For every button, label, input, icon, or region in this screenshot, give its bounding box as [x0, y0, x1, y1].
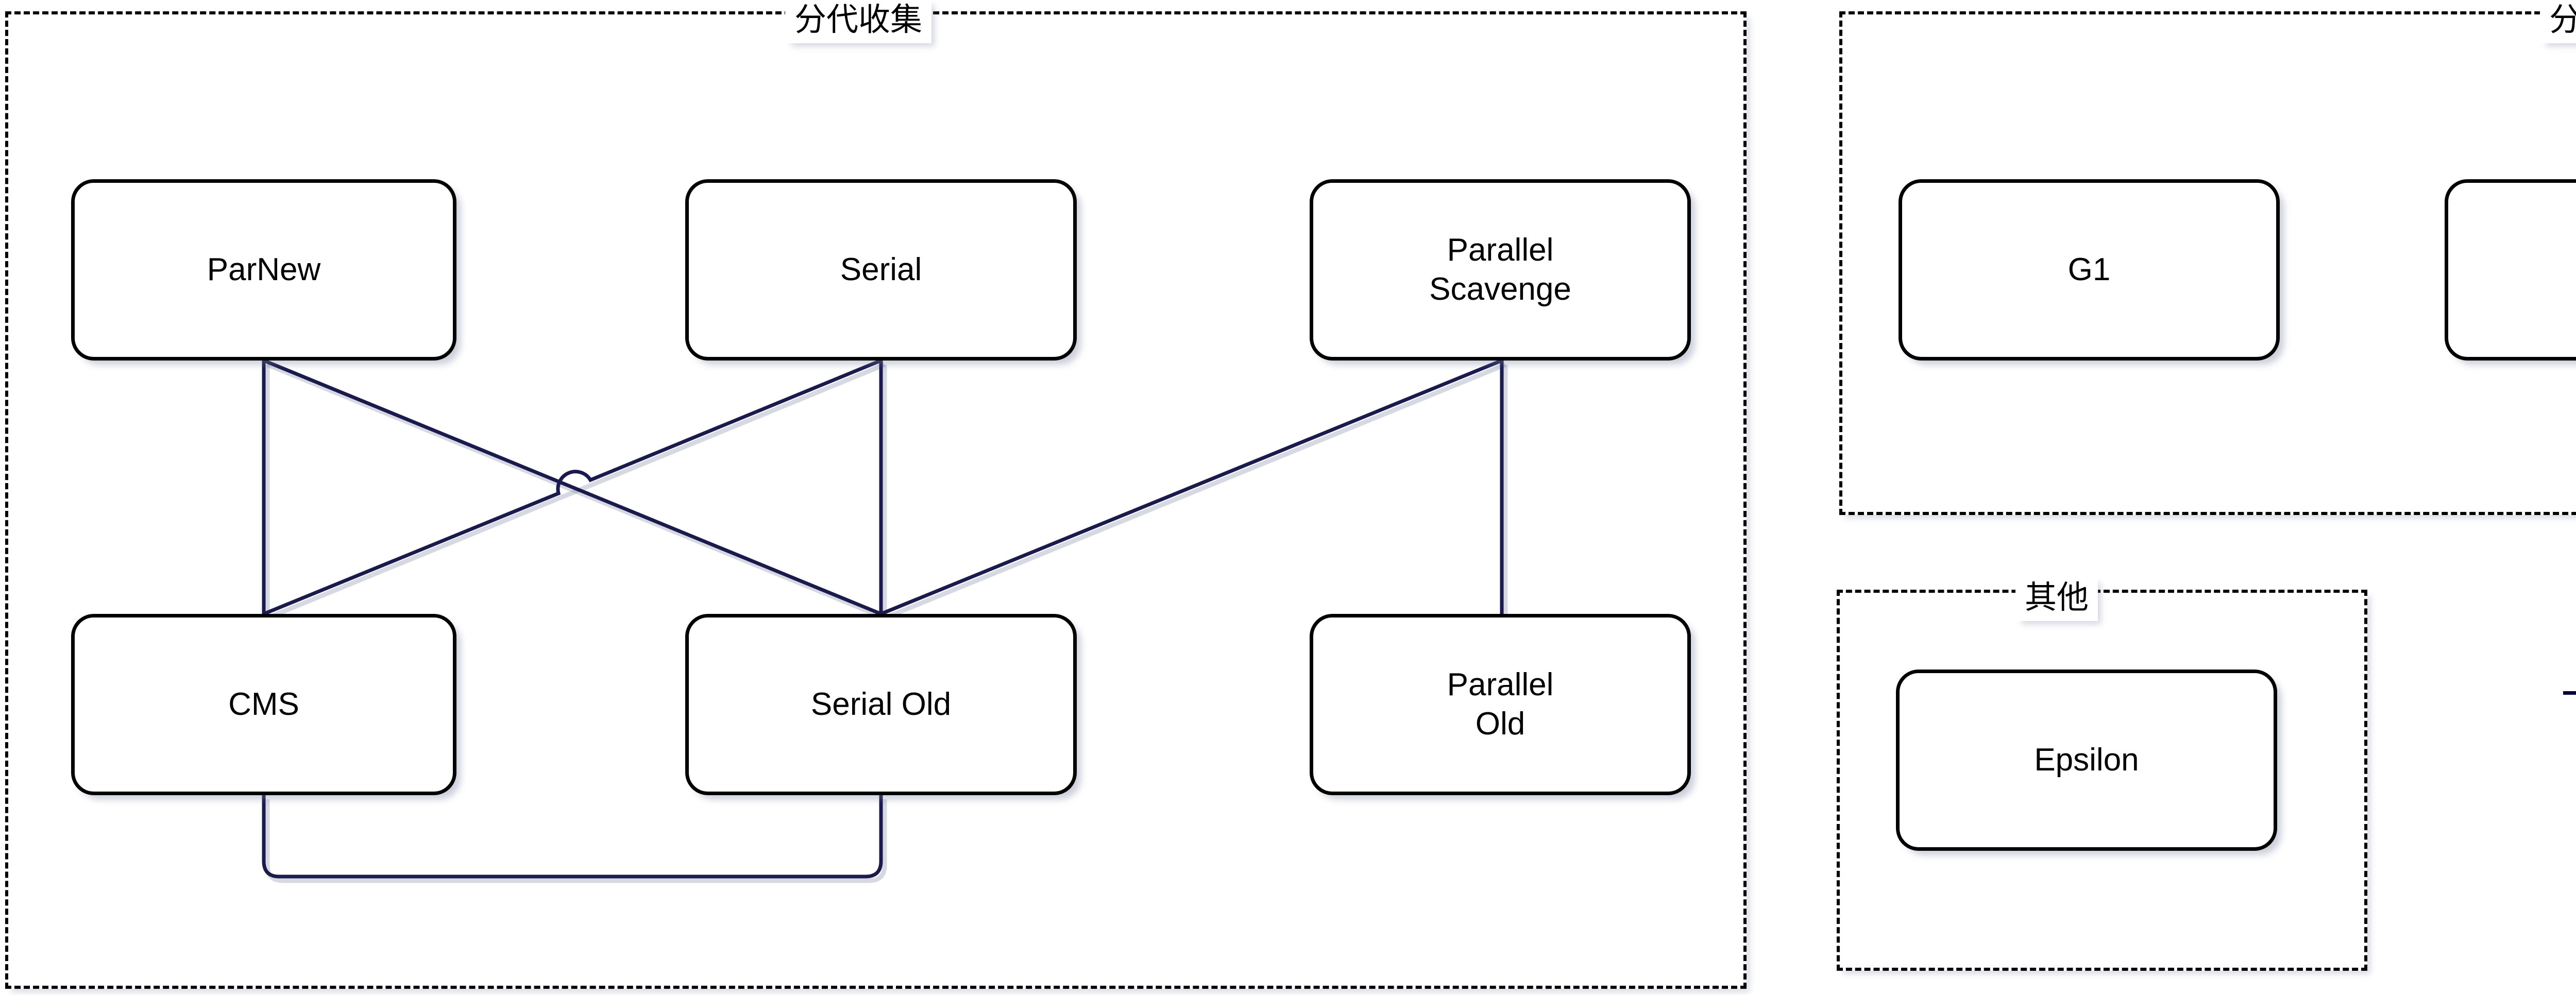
node-label-g1: G1 [2067, 252, 2111, 288]
group-label-regional: 分区收集 [2540, 0, 2576, 43]
node-parallel-scavenge[interactable]: Parallel Scavenge [1310, 179, 1691, 361]
node-label-parallel-scavenge-line1: Parallel [1447, 232, 1554, 268]
group-label-generational: 分代收集 [785, 0, 932, 43]
node-parallel-old[interactable]: Parallel Old [1310, 614, 1691, 795]
node-label-parallel-scavenge-line2: Scavenge [1429, 271, 1571, 307]
node-label-parallel-old-line2: Old [1475, 706, 1526, 742]
node-label-parallel-old-line1: Parallel [1447, 667, 1554, 703]
node-label-parnew: ParNew [207, 252, 321, 288]
group-frame-other [1837, 590, 2367, 971]
node-epsilon[interactable]: Epsilon [1896, 670, 2277, 851]
node-serial-old[interactable]: Serial Old [685, 614, 1077, 795]
node-zgc[interactable]: ZGC [2445, 179, 2576, 361]
group-label-other: 其他 [2015, 577, 2098, 621]
node-label-cms: CMS [228, 687, 299, 723]
node-label-serial: Serial [840, 252, 922, 288]
node-cms[interactable]: CMS [71, 614, 456, 795]
group-frame-regional [1839, 11, 2576, 515]
node-parnew[interactable]: ParNew [71, 179, 456, 361]
node-label-serial-old: Serial Old [810, 687, 952, 723]
node-g1[interactable]: G1 [1899, 179, 2280, 361]
node-serial[interactable]: Serial [685, 179, 1077, 361]
legend-line-sample [2563, 691, 2576, 695]
node-label-epsilon: Epsilon [2034, 742, 2139, 778]
group-frame-generational [5, 11, 1747, 989]
